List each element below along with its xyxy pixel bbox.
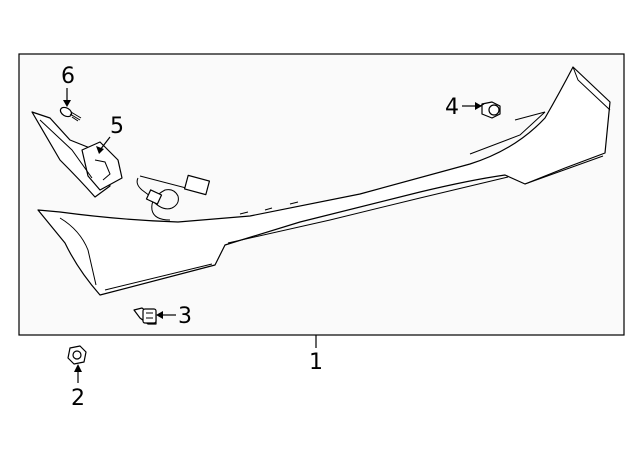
callout-3: 3 <box>178 304 192 329</box>
screw-icon <box>59 106 82 122</box>
callout-5: 5 <box>110 114 124 139</box>
clip-icon <box>133 307 157 325</box>
leader-lines <box>63 88 482 383</box>
bracket-icon <box>31 111 123 198</box>
callout-2: 2 <box>71 386 85 411</box>
nut-icon <box>67 345 87 365</box>
clip-icon <box>477 101 501 119</box>
callout-6: 6 <box>61 64 75 89</box>
callout-1: 1 <box>309 350 323 375</box>
spoiler-assembly-icon <box>37 66 611 296</box>
callout-4: 4 <box>445 95 459 120</box>
